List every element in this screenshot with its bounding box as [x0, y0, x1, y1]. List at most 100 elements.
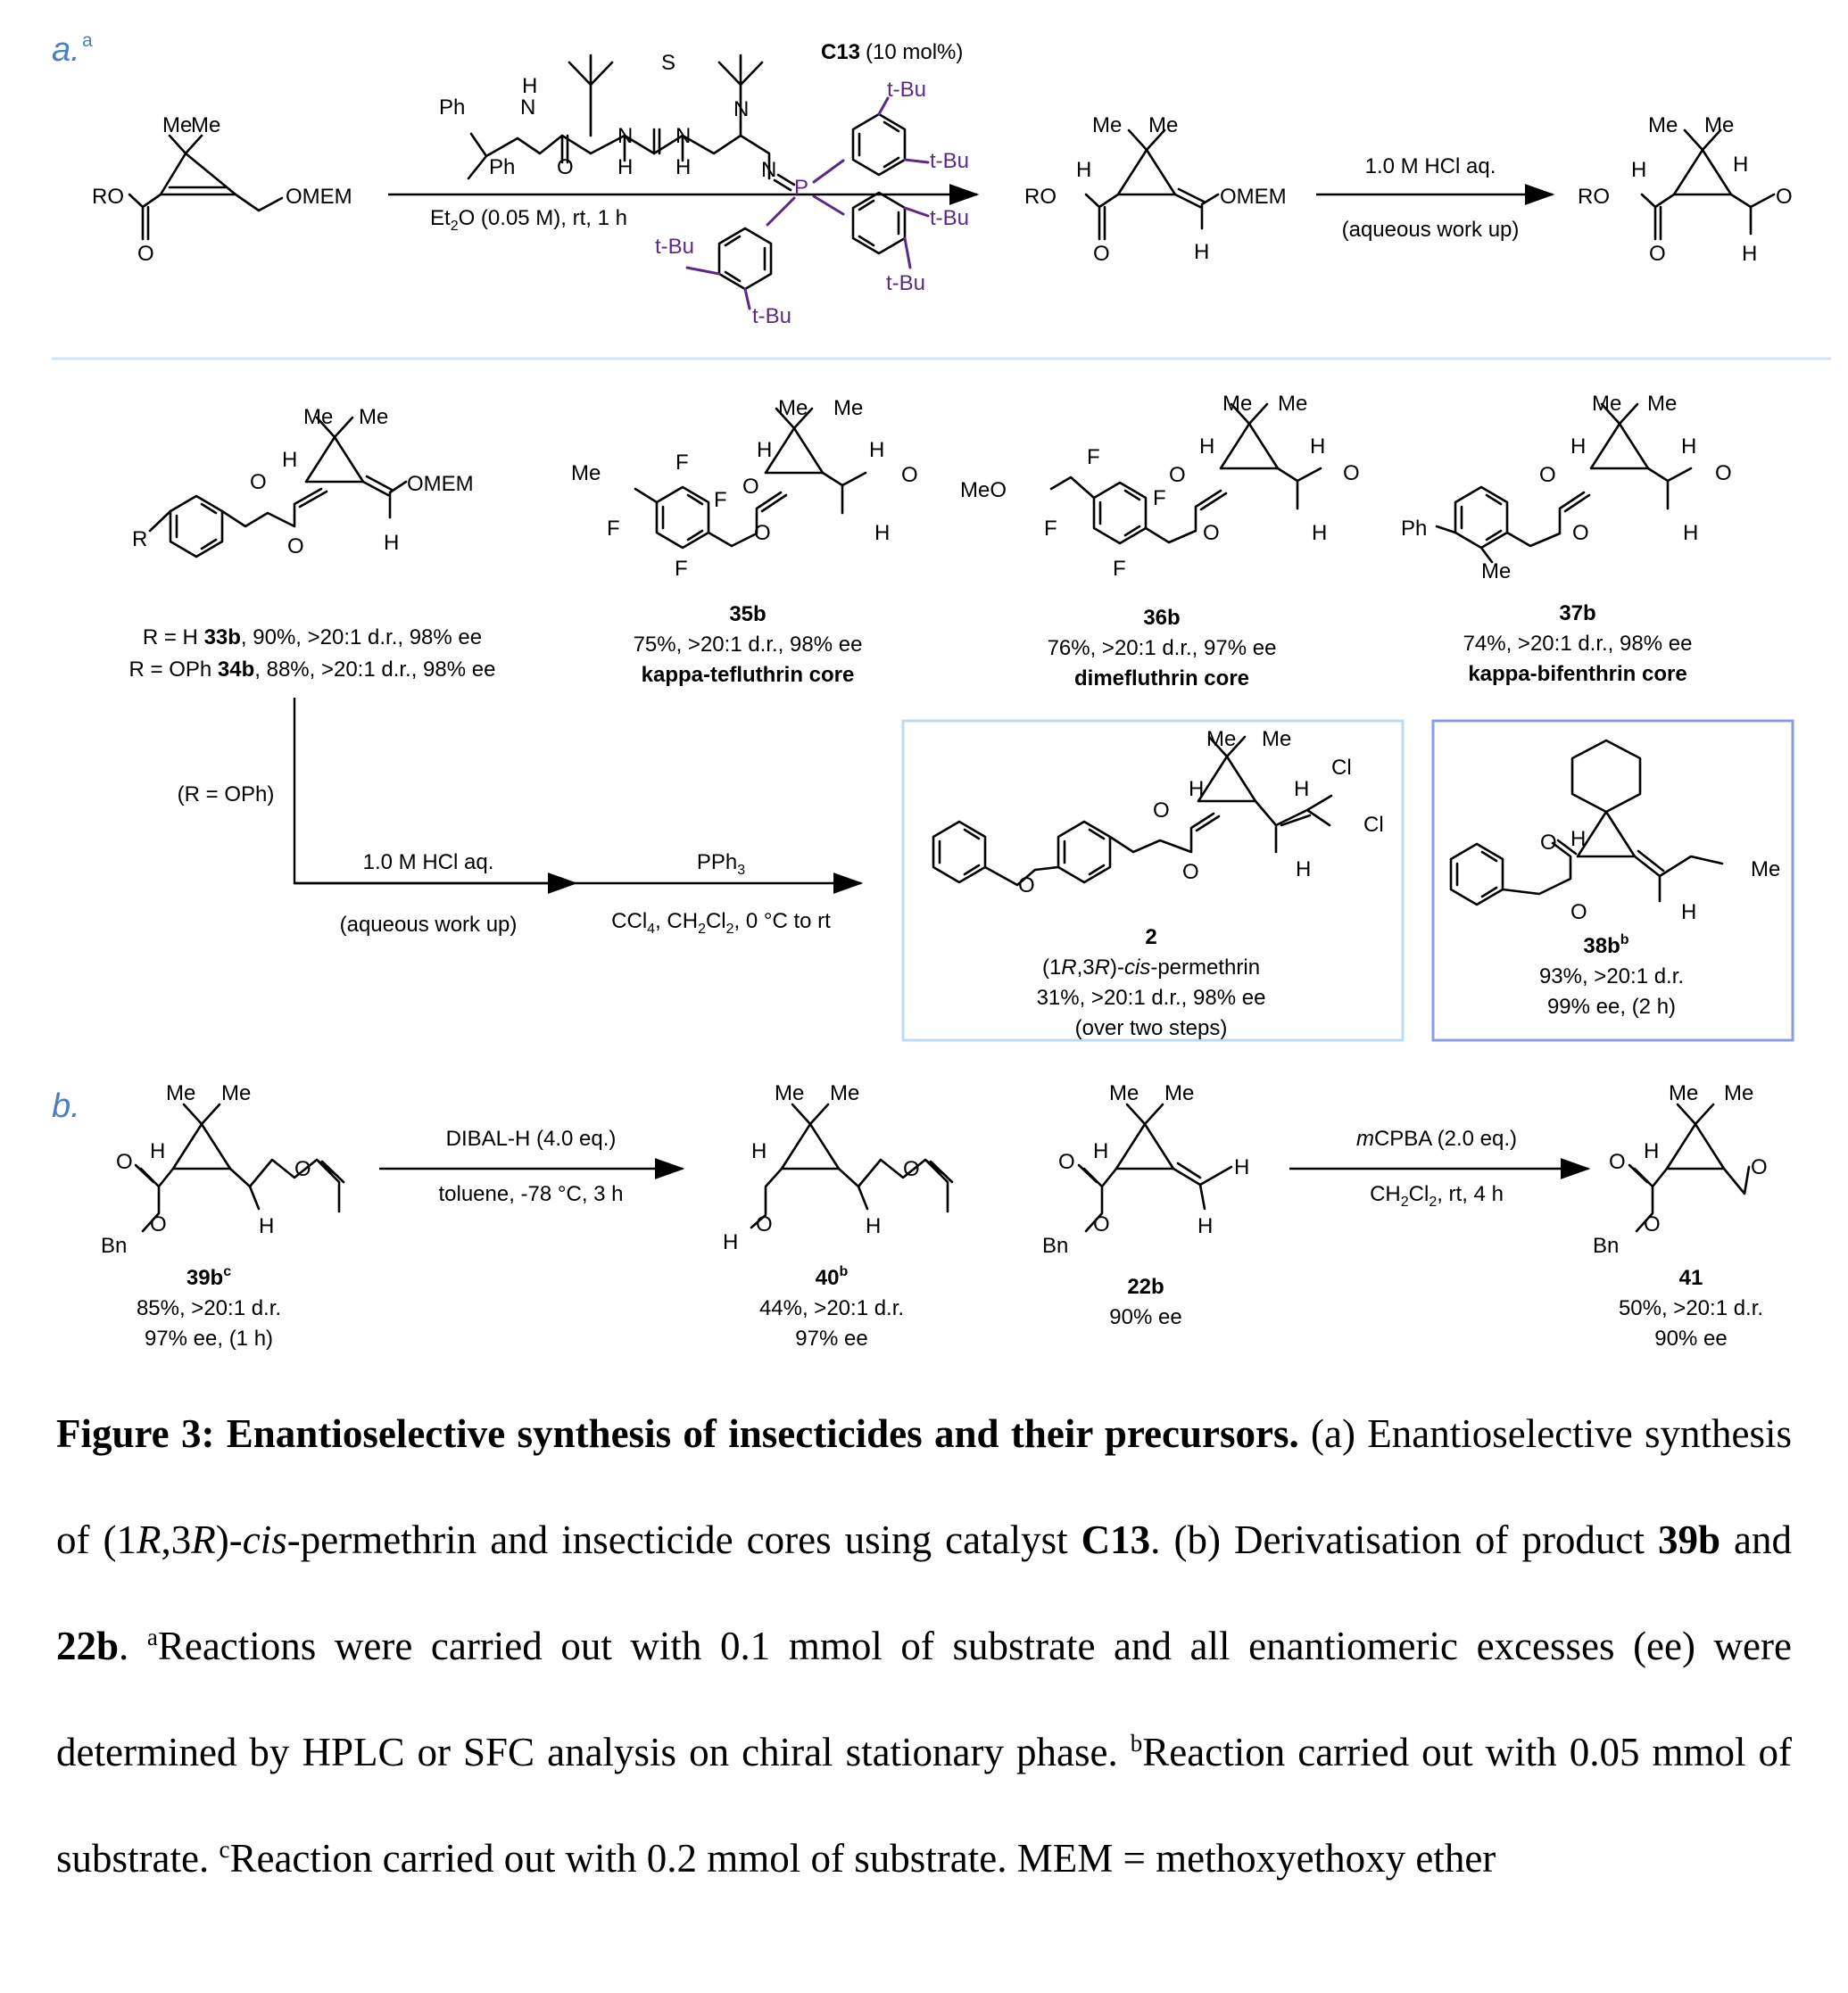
tbu-label: t-Bu	[930, 149, 969, 173]
route-step2-conditions: CCl4, CH2Cl2, 0 °C to rt	[611, 909, 831, 937]
o-label: O	[1609, 1150, 1626, 1174]
me-label: Me	[303, 405, 333, 429]
me-label: Me	[1724, 1081, 1753, 1105]
h-label: H	[1312, 521, 1327, 545]
product-38b: O O H Me H 38bb 93%, >20:1 d.r. 99% ee, …	[1449, 739, 1780, 1019]
route-step2-reagent: PPh3	[697, 850, 745, 878]
me-label: Me	[1206, 727, 1236, 751]
product-39b-ee: 97% ee, (1 h)	[145, 1327, 273, 1351]
f-label: F	[675, 557, 688, 581]
o-label: O	[756, 1212, 773, 1236]
product-39b: Me Me H O O Bn O H 39bc 85%, >20:1 d.r. …	[101, 1081, 345, 1351]
o-label: O	[557, 155, 574, 179]
product-37b: Ph Me O O Me Me H H O H 37b 74%, >20:1 d…	[1401, 392, 1732, 686]
product-41-ee: 90% ee	[1654, 1327, 1727, 1351]
n-label: N	[733, 97, 749, 121]
me-label: Me	[571, 461, 601, 485]
product-37b-name: kappa-bifenthrin core	[1468, 662, 1686, 686]
caption-text: R	[137, 1517, 162, 1562]
o-label: O	[1169, 463, 1186, 487]
o-label: O	[1715, 461, 1732, 485]
meo-label: MeO	[960, 478, 1007, 502]
f-label: F	[1044, 517, 1057, 541]
h-label: H	[1570, 827, 1586, 851]
me-label: Me	[1148, 113, 1178, 137]
product-40-yield: 44%, >20:1 d.r.	[759, 1296, 904, 1320]
product-38b-yield: 93%, >20:1 d.r.	[1539, 964, 1684, 988]
hydrolysis-conditions: 1.0 M HCl aq.	[1365, 154, 1496, 178]
o-label: O	[1093, 242, 1110, 266]
me-label: Me	[1481, 559, 1511, 583]
mcpba-conditions: CH2Cl2, rt, 4 h	[1370, 1182, 1504, 1210]
product-35b-name: kappa-tefluthrin core	[642, 663, 855, 687]
o-label: O	[1018, 873, 1035, 897]
h-label: H	[1681, 434, 1696, 459]
h-label: H	[866, 1214, 881, 1238]
h-label: H	[1570, 434, 1586, 459]
o-label: O	[742, 475, 759, 499]
o-label: O	[1153, 798, 1170, 823]
ro-label: RO	[92, 185, 124, 209]
h-label: H	[1197, 1214, 1213, 1238]
h-label: H	[150, 1139, 165, 1163]
product-33b-yield: R = H 33b, 90%, >20:1 d.r., 98% ee	[143, 625, 482, 649]
me-label: Me	[1647, 392, 1677, 416]
omem-label: OMEM	[1220, 185, 1287, 209]
workup-conditions: (aqueous work up)	[1342, 218, 1520, 242]
o-label: O	[901, 463, 918, 487]
me-label: Me	[1669, 1081, 1698, 1105]
catalyst-loading: (10 mol%)	[866, 40, 963, 64]
h-label: H	[1194, 240, 1209, 264]
figure-caption: Figure 3: Enantioselective synthesis of …	[56, 1381, 1792, 1912]
h-label: H	[723, 1230, 738, 1254]
caption-text: cis	[242, 1517, 287, 1562]
me-label: Me	[162, 113, 192, 137]
h-label: H	[751, 1139, 767, 1163]
caption-compound: 39b	[1657, 1517, 1720, 1562]
caption-title: Figure 3: Enantioselective synthesis of …	[56, 1411, 1299, 1456]
me-label: Me	[1092, 113, 1122, 137]
dibal-conditions: toluene, -78 °C, 3 h	[438, 1182, 623, 1206]
product-40: Me Me H H O O H 40b 44%, >20:1 d.r. 97% …	[723, 1081, 954, 1351]
tbu-label: t-Bu	[655, 235, 694, 259]
o-label: O	[150, 1212, 167, 1236]
me-label: Me	[359, 405, 388, 429]
me-label: Me	[1648, 113, 1678, 137]
n-label: N	[761, 158, 776, 182]
r-label: R	[132, 527, 147, 551]
n-label: N	[520, 95, 535, 120]
h-label: H	[1683, 521, 1698, 545]
tbu-label: t-Bu	[887, 78, 926, 102]
o-label: O	[1572, 521, 1589, 545]
h-label: H	[259, 1214, 274, 1238]
r-oph-label: (R = OPh)	[178, 782, 275, 806]
caption-text: -permethrin and insecticide cores using …	[286, 1517, 1081, 1562]
caption-text: )-	[215, 1517, 243, 1562]
tbu-label: t-Bu	[930, 206, 969, 230]
product-35b-id: 35b	[729, 602, 766, 626]
o-label: O	[1343, 461, 1360, 485]
route-step1-reagent: 1.0 M HCl aq.	[363, 850, 494, 874]
o-label: O	[1093, 1212, 1110, 1236]
me-label: Me	[1262, 727, 1291, 751]
o-label: O	[1182, 860, 1199, 884]
section-a-label: a.	[52, 31, 80, 69]
product-33b-34b: R O O Me Me H OMEM H R = H 33b, 90%, >20…	[129, 405, 496, 682]
f-label: F	[1153, 486, 1166, 510]
catalyst-label: C13	[821, 40, 860, 64]
section-b-label: b.	[52, 1087, 80, 1125]
o-label: O	[1649, 242, 1666, 266]
tbu-label: t-Bu	[752, 304, 791, 328]
me-label: Me	[191, 113, 220, 137]
h-label: H	[1189, 777, 1204, 801]
product-aldehyde: Me Me H H RO O O H	[1578, 113, 1793, 266]
product-39b-yield: 85%, >20:1 d.r.	[137, 1296, 281, 1320]
product-enol-ether: Me Me H RO O OMEM H	[1024, 113, 1287, 266]
conditions-1: Et2O (0.05 M), rt, 1 h	[430, 206, 627, 234]
ph-label: Ph	[439, 95, 465, 120]
me-label: Me	[1164, 1081, 1194, 1105]
me-label: Me	[833, 396, 863, 420]
h-label: H	[1093, 1139, 1108, 1163]
me-label: Me	[1751, 857, 1780, 881]
me-label: Me	[1222, 392, 1252, 416]
